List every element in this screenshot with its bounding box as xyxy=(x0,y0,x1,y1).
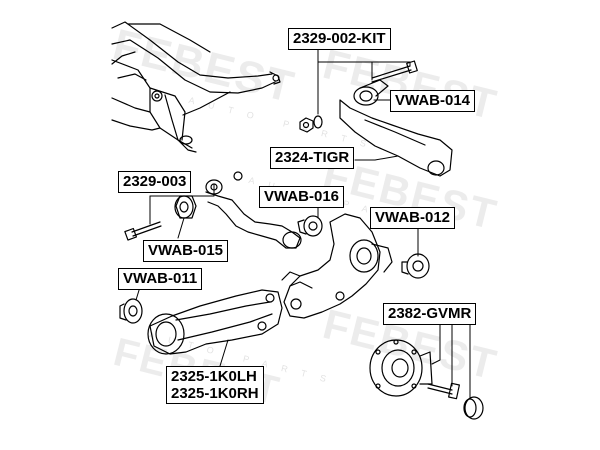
small-washer xyxy=(233,171,243,181)
upper-control-arm xyxy=(339,79,453,177)
bolt-003 xyxy=(124,221,162,241)
toe-link xyxy=(297,215,323,237)
label-2325-1k0lh: 2325-1K0LH xyxy=(171,368,257,385)
wheel-knuckle xyxy=(281,213,393,319)
label-2325-1k0lh-rh: 2325-1K0LH 2325-1K0RH xyxy=(166,366,264,404)
label-vwab-015: VWAB-015 xyxy=(143,240,229,262)
hub-bolt xyxy=(427,382,460,400)
wheel-hub xyxy=(369,339,433,397)
nut-washer xyxy=(299,115,323,133)
bushing-012 xyxy=(401,253,430,279)
bushing-011 xyxy=(119,298,143,324)
bolt-upper xyxy=(371,60,418,83)
label-2324-tigr: 2324-TIGR xyxy=(270,147,355,169)
dust-cap xyxy=(463,396,484,420)
label-2325-1k0rh: 2325-1K0RH xyxy=(171,385,259,402)
label-2329-003: 2329-003 xyxy=(118,171,192,193)
label-2329-002-kit: 2329-002-KIT xyxy=(288,28,391,50)
label-vwab-011: VWAB-011 xyxy=(118,268,203,290)
trailing-arm xyxy=(147,289,283,355)
label-vwab-014: VWAB-014 xyxy=(390,90,476,112)
subframe xyxy=(111,21,281,153)
label-vwab-012: VWAB-012 xyxy=(370,207,456,229)
label-2382-gvmr: 2382-GVMR xyxy=(383,303,477,325)
label-vwab-016: VWAB-016 xyxy=(259,186,345,208)
